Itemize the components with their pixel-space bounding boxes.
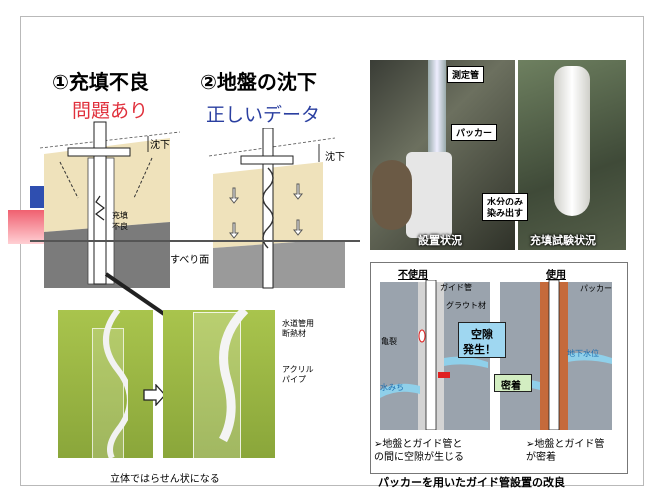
water-path [568, 352, 612, 364]
decorative-strip-blue [30, 186, 44, 208]
label-guide-pipe: ガイド管 [440, 283, 472, 292]
void-mark [418, 329, 426, 343]
label-crack: 亀裂 [381, 337, 397, 346]
slip-surface-label: すべり面 [170, 255, 210, 266]
settlement-arrow [292, 219, 304, 236]
diagram-left-subtitle: 問題あり [72, 100, 149, 122]
diagram-left-settlement: 沈下 [150, 140, 170, 151]
label-water: 水みち [380, 383, 404, 392]
leak-mark [438, 372, 450, 378]
callout-measuring-pipe: 測定管 [447, 66, 485, 83]
arrow-right-icon [143, 384, 166, 406]
settlement-plate [240, 155, 294, 165]
photo-acrylic-before [58, 310, 153, 458]
water-path [444, 356, 488, 368]
diagram-right-subtitle: 正しいデータ [206, 104, 321, 126]
settlement-plate [67, 147, 131, 157]
note-unused-1: ➢地盤とガイド管と [374, 439, 463, 450]
settlement-arrow [228, 222, 240, 239]
defect-zigzag [95, 195, 105, 221]
label-insulation-1: 水道管用 [282, 319, 314, 328]
guide-pipe-right [548, 280, 560, 430]
sealed-text: 密着 [501, 381, 521, 392]
diagram-left [39, 121, 181, 288]
guide-pipe [93, 121, 107, 285]
photo-pipe [428, 60, 446, 180]
guide-pipe-left [425, 280, 437, 430]
packer-diagram [380, 280, 612, 430]
panel-header-unused: 不使用 [398, 270, 428, 281]
photo-bottom-caption: 立体ではらせん状になる [110, 474, 220, 485]
label-acrylic-2: パイプ [282, 375, 306, 384]
note-used-2: が密着 [526, 452, 556, 463]
slip-surface-line [30, 240, 360, 242]
bedrock-layer [213, 240, 345, 288]
photo-acrylic-after [163, 310, 275, 458]
callout-water-2: 染み出す [482, 205, 529, 221]
photo-hand [372, 160, 412, 230]
slide-frame [20, 16, 644, 486]
diagram-right-settlement: 沈下 [325, 152, 345, 163]
stress-arrow-left [59, 161, 79, 199]
note-unused-2: の間に空隙が生じる [374, 452, 464, 463]
defect-label-1: 充填 [112, 211, 128, 220]
photo-packer-filled [554, 66, 590, 216]
label-groundwater: 地下水位 [567, 349, 599, 358]
void-text-1: 空隙 [471, 328, 493, 341]
wavy-deformation [262, 167, 274, 249]
packer-panel-caption: パッカーを用いたガイド管設置の改良 [378, 476, 565, 489]
spiral-insulation [218, 310, 249, 443]
decorative-strip-red [8, 210, 46, 244]
panel-header-used: 使用 [546, 270, 566, 281]
photo-fill-test [518, 60, 626, 250]
settlement-arrow [228, 187, 240, 204]
diagram-right [208, 128, 345, 289]
diagram-left-title: ①充填不良 [52, 70, 149, 94]
acrylic-pipe [193, 312, 241, 458]
photo-packer-wrap [406, 152, 452, 238]
sealed-callout: 密着 [494, 374, 532, 392]
water-path [380, 383, 420, 398]
void-text-2: 発生！ [463, 343, 496, 356]
stress-arrow-right [133, 157, 153, 199]
diagram-right-title: ②地盤の沈下 [200, 70, 317, 94]
note-used-1: ➢地盤とガイド管 [526, 439, 605, 450]
caption-installation: 設置状況 [418, 234, 462, 247]
defect-label-2: 不良 [112, 222, 128, 231]
void-callout: 空隙 発生！ [458, 322, 506, 358]
ground-surface-line [208, 137, 336, 157]
settlement-arrow [292, 183, 304, 200]
label-packer: パッカー [580, 284, 612, 293]
ground-surface-line [39, 131, 181, 149]
label-insulation-2: 断熱材 [282, 329, 306, 338]
label-grout: グラウト材 [446, 301, 486, 310]
photo-installation [370, 60, 515, 250]
caption-fill-test: 充填試験状況 [530, 234, 596, 247]
spiral-insulation [103, 310, 128, 458]
callout-packer: パッカー [451, 124, 498, 141]
label-acrylic-1: アクリル [282, 365, 314, 374]
